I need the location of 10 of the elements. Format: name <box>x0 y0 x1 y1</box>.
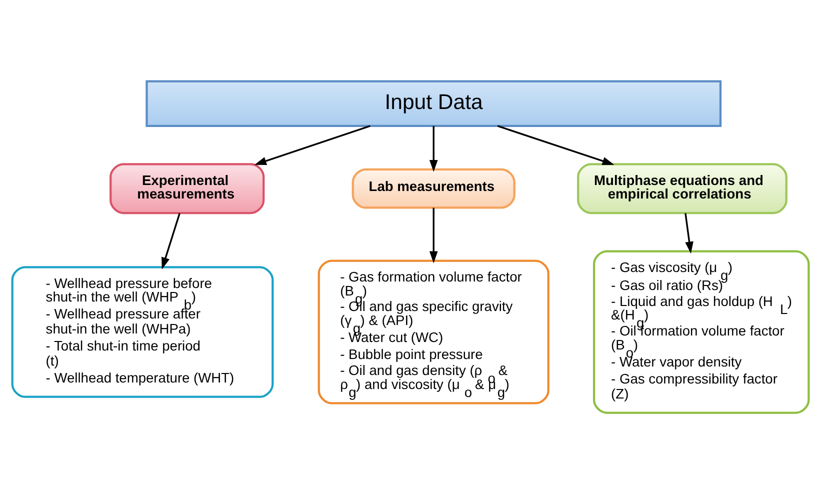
node-box: Experimental measurements <box>110 162 265 214</box>
arrow <box>254 124 370 165</box>
arrow <box>429 207 438 263</box>
node-box: Input Data <box>146 80 722 126</box>
arrow <box>429 125 438 172</box>
arrow <box>497 124 614 165</box>
node-box: Multiphase equations and empirical correlations <box>577 162 788 214</box>
arrow <box>684 212 694 254</box>
node-box: Lab measurements <box>352 168 516 208</box>
arrow <box>162 212 180 269</box>
